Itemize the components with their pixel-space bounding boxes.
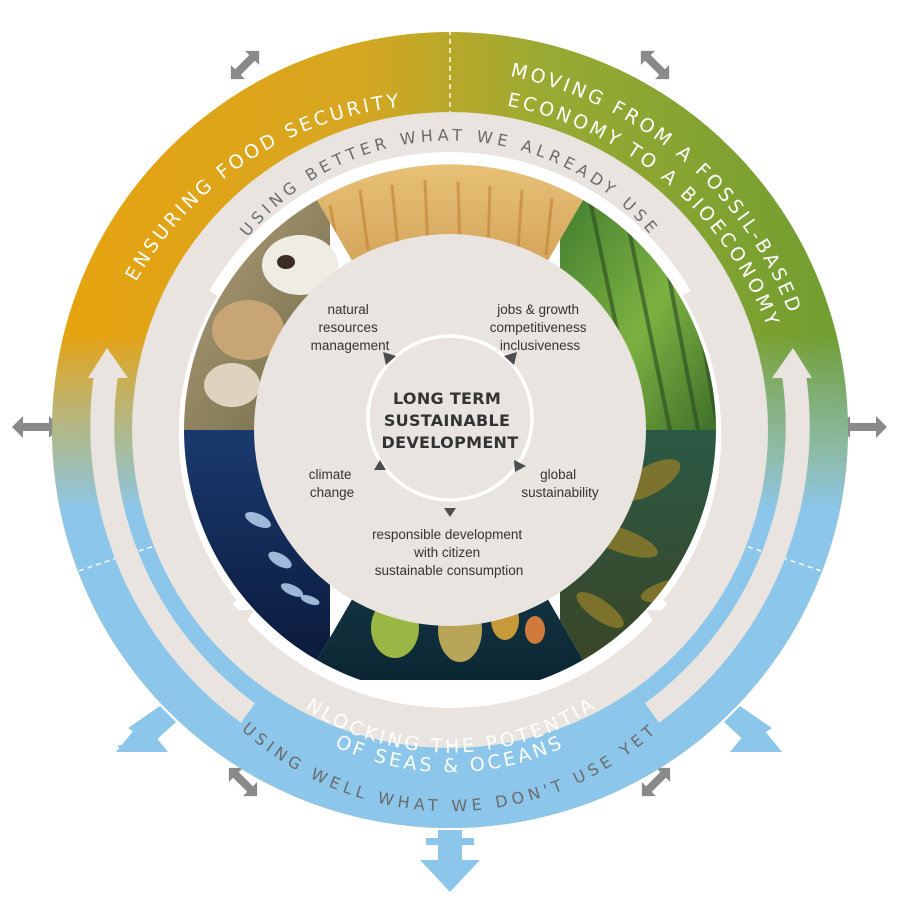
theme-line: change xyxy=(310,485,354,500)
theme-jobs-growth: jobs & growth competitiveness inclusiven… xyxy=(490,302,591,353)
pointer-triangle-icon xyxy=(444,508,456,517)
pointer-triangle-icon xyxy=(374,460,386,470)
theme-line: resources xyxy=(318,320,378,335)
outer-arrows xyxy=(12,50,887,797)
theme-climate-change: climate change xyxy=(309,467,356,500)
theme-line: responsible development xyxy=(372,527,522,542)
theme-line: with citizen xyxy=(413,545,480,560)
outward-arrow-icon xyxy=(116,720,168,752)
theme-line: climate xyxy=(309,467,352,482)
double-arrow-icon xyxy=(640,50,670,80)
outward-arrow-icon xyxy=(724,706,772,744)
double-arrow-icon xyxy=(228,767,258,797)
theme-line: management xyxy=(311,338,390,353)
cycle-arrows xyxy=(88,284,812,723)
double-arrow-icon xyxy=(230,50,260,80)
double-arrow-icon xyxy=(839,416,887,438)
core-title: LONG TERM SUSTAINABLE DEVELOPMENT xyxy=(382,389,519,452)
theme-global-sustainability: global sustainability xyxy=(521,467,599,500)
theme-natural-resources: natural resources management xyxy=(311,302,390,353)
theme-line: sustainable consumption xyxy=(375,563,524,578)
theme-responsible-development: responsible development with citizen sus… xyxy=(372,527,526,578)
outward-arrows xyxy=(116,706,782,892)
outward-arrow-icon xyxy=(420,860,480,892)
theme-line: inclusiveness xyxy=(500,338,581,353)
pointer-triangle-icon xyxy=(504,352,517,365)
outward-arrow-icon xyxy=(438,830,462,862)
core-title-line: DEVELOPMENT xyxy=(382,433,519,452)
double-arrow-icon xyxy=(641,767,671,797)
core-circle xyxy=(366,334,534,502)
pointer-triangle-icon xyxy=(383,352,396,365)
theme-line: sustainability xyxy=(521,485,599,500)
core-title-line: LONG TERM xyxy=(393,389,501,408)
theme-line: jobs & growth xyxy=(496,302,579,317)
double-arrow-icon xyxy=(12,416,60,438)
theme-line: natural xyxy=(327,302,368,317)
theme-line: global xyxy=(540,467,576,482)
pointer-triangle-icon xyxy=(514,460,526,472)
core-pointers xyxy=(374,352,526,517)
core-title-line: SUSTAINABLE xyxy=(384,411,510,430)
theme-line: competitiveness xyxy=(490,320,587,335)
